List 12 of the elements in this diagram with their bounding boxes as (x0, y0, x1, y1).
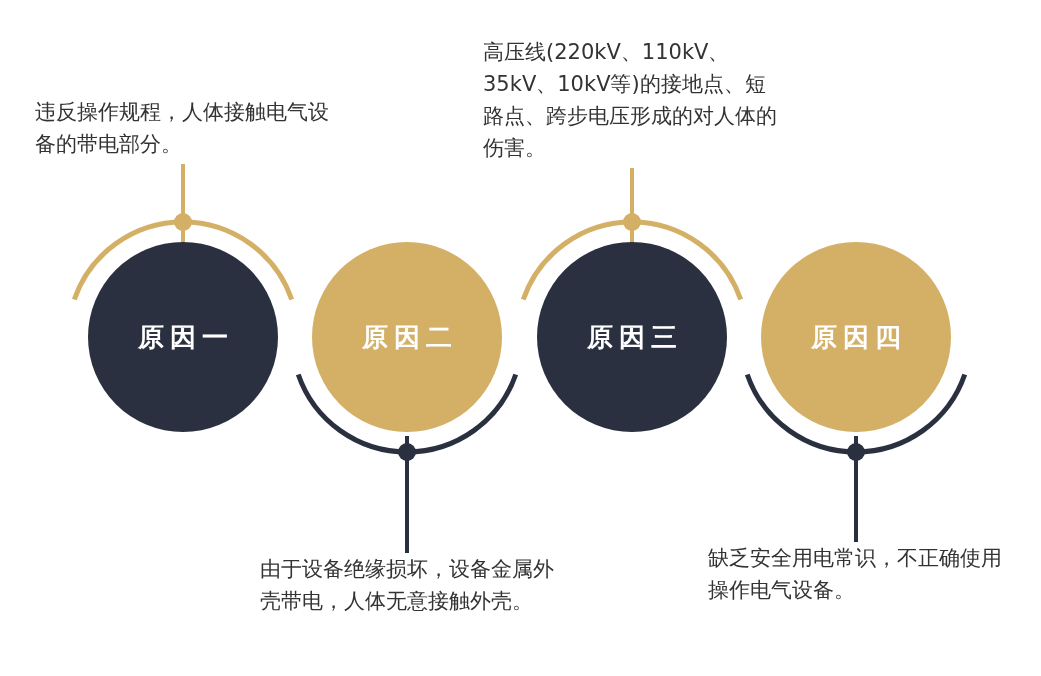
cause-description: 高压线(220kV、110kV、35kV、10kV等)的接地点、短路点、跨步电压形成的对人体的伤害。 (483, 36, 783, 164)
leader-line (181, 164, 185, 242)
leader-line (405, 436, 409, 553)
cause-description: 由于设备绝缘损坏，设备金属外壳带电，人体无意接触外壳。 (260, 553, 565, 617)
cause-title: 原因四 (810, 320, 907, 354)
cause-title: 原因二 (361, 320, 458, 354)
cause-description: 违反操作规程，人体接触电气设备的带电部分。 (35, 96, 335, 160)
leader-line (854, 436, 858, 542)
leader-line (630, 168, 634, 242)
cause-title: 原因三 (586, 320, 683, 354)
cause-title: 原因一 (137, 320, 234, 354)
cause-description: 缺乏安全用电常识，不正确使用操作电气设备。 (708, 542, 1013, 606)
